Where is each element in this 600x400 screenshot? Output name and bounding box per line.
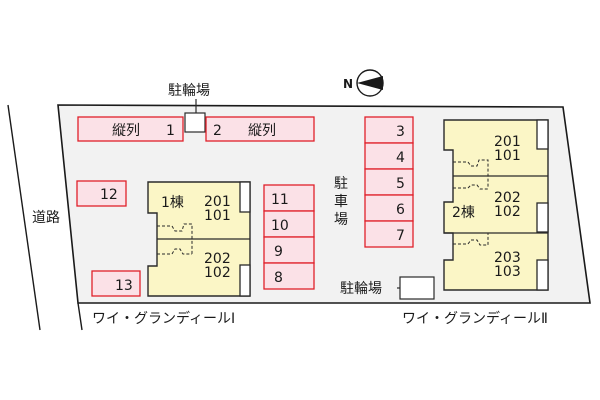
parking-column-right: 3 4 5 6 7: [364, 116, 414, 248]
parking-space-3: 3: [396, 124, 405, 140]
lot-edge-extension: [77, 302, 83, 331]
compass-letter: N: [343, 77, 353, 91]
unit-102: 102: [204, 265, 231, 281]
north-arrow-icon: N: [343, 69, 384, 97]
parking-space-7: 7: [396, 228, 405, 244]
bicycle-parking-label-top: 駐輪場: [168, 82, 210, 99]
svg-text:1: 1: [166, 123, 175, 139]
parking-space-10: 10: [271, 218, 289, 234]
unit-201: 201: [494, 134, 521, 150]
road-label: 道路: [32, 210, 60, 226]
parking-space-5: 5: [396, 176, 405, 192]
road-edge-line: [7, 104, 41, 331]
unit-102: 102: [494, 204, 521, 220]
unit-101: 101: [204, 208, 231, 224]
parking-space-9: 9: [274, 244, 283, 260]
parking-space-12: 12: [76, 180, 127, 207]
unit-101: 101: [494, 148, 521, 164]
parking-space-parallel-1: 縦列 1: [77, 116, 184, 142]
parking-space-13: 13: [91, 270, 141, 297]
bicycle-parking-top: [184, 112, 206, 133]
parking-label-3: 場: [334, 212, 348, 228]
bicycle-parking-label-bottom: 駐輪場: [340, 280, 382, 297]
building-2-name: 2棟: [452, 205, 475, 221]
parking-label-1: 駐: [334, 176, 348, 192]
balcony-door: [536, 202, 549, 233]
parking-space-6: 6: [396, 202, 405, 218]
svg-text:13: 13: [115, 278, 133, 294]
balcony-door: [536, 119, 549, 150]
svg-text:12: 12: [100, 187, 118, 203]
svg-text:2: 2: [213, 123, 222, 139]
parking-space-11: 11: [271, 192, 289, 208]
parking-space-8: 8: [274, 270, 283, 286]
bicycle-parking-bottom: [399, 276, 435, 300]
parking-space-4: 4: [396, 150, 405, 166]
unit-203: 203: [494, 250, 521, 266]
unit-201: 201: [204, 194, 231, 210]
building-2: 2棟 201 101 202 102 203 103: [443, 119, 549, 291]
balcony-door: [239, 264, 251, 297]
unit-202: 202: [204, 251, 231, 267]
balcony-door: [239, 181, 251, 213]
building-1: 1棟 201 101 202 102: [147, 181, 251, 297]
unit-103: 103: [494, 264, 521, 280]
unit-202: 202: [494, 190, 521, 206]
parking-column-middle: 11 10 9 8: [263, 184, 315, 290]
property-name-right: ワイ・グランディールⅡ: [402, 310, 548, 327]
parking-space-parallel-2: 2 縦列: [205, 116, 315, 142]
property-name-left: ワイ・グランディールⅠ: [92, 310, 235, 327]
balcony-door: [536, 259, 549, 291]
parking-label-2: 車: [334, 193, 348, 210]
svg-text:縦列: 縦列: [112, 123, 140, 139]
svg-text:縦列: 縦列: [248, 123, 276, 139]
building-1-name: 1棟: [161, 195, 184, 211]
